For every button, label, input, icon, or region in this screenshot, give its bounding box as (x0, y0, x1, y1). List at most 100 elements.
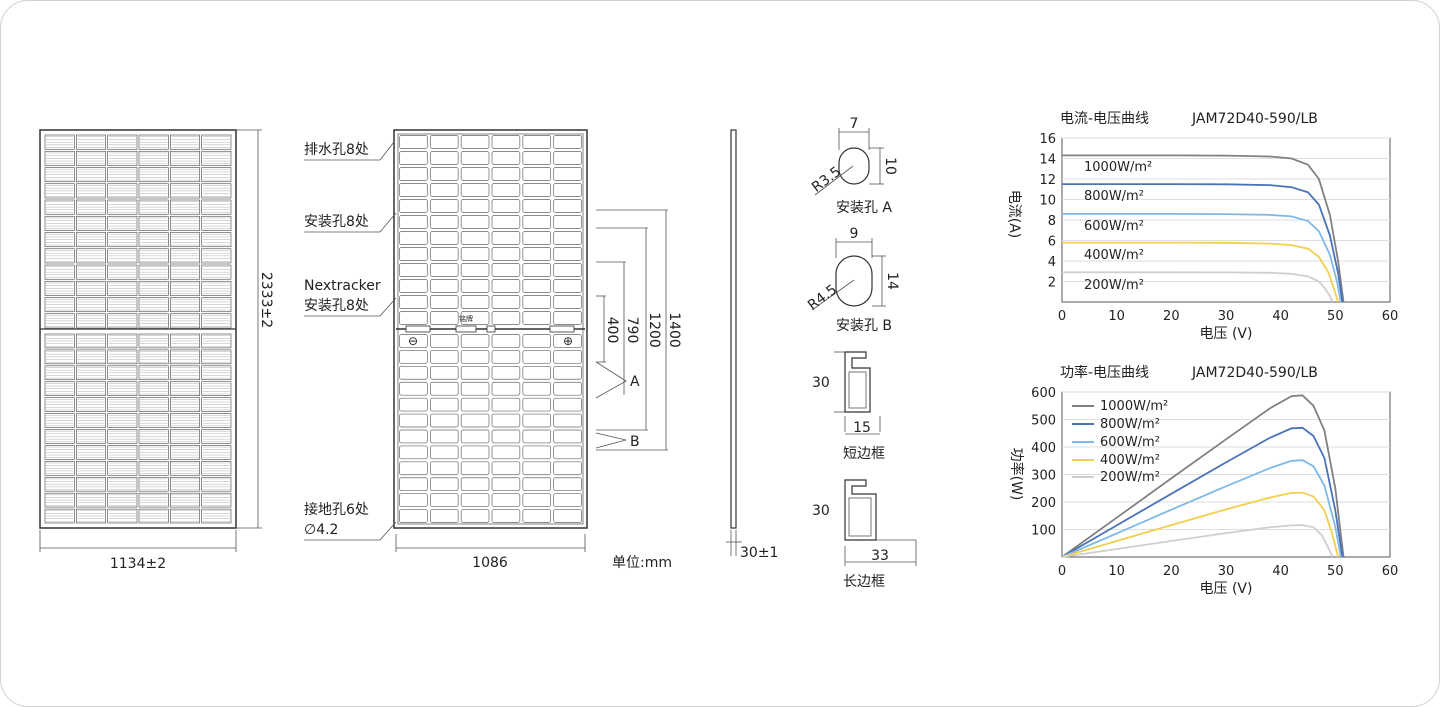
back-cell (429, 381, 459, 396)
hole-a-width: 7 (850, 116, 859, 132)
back-cell (429, 509, 459, 523)
back-cell (460, 183, 490, 197)
back-cell (429, 279, 459, 293)
back-cell (491, 311, 521, 325)
back-cell (553, 167, 582, 181)
back-cell (460, 279, 490, 293)
y-tick-label: 14 (1039, 153, 1056, 168)
back-cell (553, 199, 582, 213)
y-tick-label: 6 (1048, 235, 1056, 250)
long-frame-caption: 长边框 (843, 574, 885, 590)
back-cell (491, 247, 521, 261)
back-cell (429, 295, 459, 309)
back-cell (429, 365, 459, 380)
back-cell (460, 247, 490, 261)
y-tick-label: 10 (1039, 194, 1056, 209)
back-cell (553, 477, 582, 492)
x-tick-label: 40 (1272, 564, 1289, 579)
series-line (1061, 524, 1334, 558)
back-cell (429, 247, 459, 261)
hole-b-radius: R4.5 (805, 282, 840, 314)
back-cell (522, 445, 552, 460)
back-cell (553, 151, 582, 165)
short-frame-width: 15 (853, 420, 871, 436)
back-cell (491, 413, 521, 428)
iv-series-label: 600W/m² (1084, 219, 1144, 234)
back-cell (491, 509, 521, 523)
back-cell (429, 199, 459, 213)
back-cell (491, 334, 521, 348)
iv-series-label: 1000W/m² (1084, 160, 1152, 175)
back-cell (553, 334, 582, 348)
back-cell (399, 279, 428, 293)
back-cell (522, 509, 552, 523)
ground-holes-label: 接地孔6处 (304, 501, 369, 518)
back-cell (399, 429, 428, 444)
legend-label: 600W/m² (1100, 435, 1160, 450)
x-tick-label: 50 (1327, 309, 1344, 324)
back-cell-grid (399, 135, 582, 523)
minus-terminal: ⊖ (408, 334, 418, 348)
back-cell (399, 263, 428, 277)
series-line (1062, 213, 1342, 303)
nextracker-label: Nextracker (304, 278, 381, 294)
back-cell (399, 509, 428, 523)
back-cell (553, 397, 582, 412)
back-cell (429, 429, 459, 444)
back-cell (491, 167, 521, 181)
long-frame-width: 33 (871, 548, 889, 564)
dim-1400: 1400 (666, 312, 682, 348)
back-cell (399, 381, 428, 396)
back-cell (522, 135, 552, 149)
x-tick-label: 60 (1382, 309, 1399, 324)
back-cell (429, 477, 459, 492)
short-frame-detail: 30 15 短边框 (812, 351, 885, 462)
front-view: 2333±2 1134±2 (39, 129, 274, 572)
back-cell (429, 167, 459, 181)
x-tick-label: 0 (1058, 564, 1066, 579)
back-cell (522, 493, 552, 507)
pv-chart-xlabel: 电压 (V) (1200, 581, 1253, 597)
back-cell (491, 295, 521, 309)
back-cell (399, 365, 428, 380)
x-tick-label: 50 (1327, 564, 1344, 579)
short-frame-caption: 短边框 (843, 446, 885, 462)
y-tick-label: 8 (1048, 214, 1056, 229)
pv-curve-chart: 功率-电压曲线 JAM72D40-590/LB 电压 (V) 功率(W) 100… (1008, 364, 1398, 597)
back-cell (429, 445, 459, 460)
back-cell (460, 350, 490, 364)
label-a: A (630, 374, 640, 390)
legend-label: 400W/m² (1100, 453, 1160, 468)
back-cell (429, 135, 459, 149)
back-cell (460, 397, 490, 412)
hole-b-caption: 安装孔 B (836, 318, 892, 334)
back-cell (429, 311, 459, 325)
y-tick-label: 600 (1031, 386, 1056, 401)
back-cell (399, 350, 428, 364)
back-width-label: 1086 (472, 555, 508, 571)
nextracker-holes-label: 安装孔8处 (304, 298, 369, 314)
junction-box-plus (549, 325, 575, 333)
back-cell (460, 215, 490, 229)
back-cell (522, 429, 552, 444)
back-cell (399, 334, 428, 348)
y-tick-label: 16 (1039, 132, 1056, 147)
x-tick-label: 20 (1163, 309, 1180, 324)
plus-terminal: ⊕ (563, 334, 573, 348)
back-cell (522, 263, 552, 277)
back-cell (553, 231, 582, 245)
back-cell (522, 231, 552, 245)
back-cell (399, 135, 428, 149)
series-line (1061, 394, 1345, 558)
back-cell (553, 413, 582, 428)
back-cell (491, 279, 521, 293)
iv-curve-chart: 电流-电压曲线 JAM72D40-590/LB 电压 (V) 电流(A) 246… (1006, 111, 1398, 342)
back-cell (460, 509, 490, 523)
back-cell (553, 493, 582, 507)
x-tick-label: 60 (1382, 564, 1399, 579)
back-cell (491, 477, 521, 492)
hole-b-height: 14 (884, 272, 900, 290)
back-cell (491, 350, 521, 364)
